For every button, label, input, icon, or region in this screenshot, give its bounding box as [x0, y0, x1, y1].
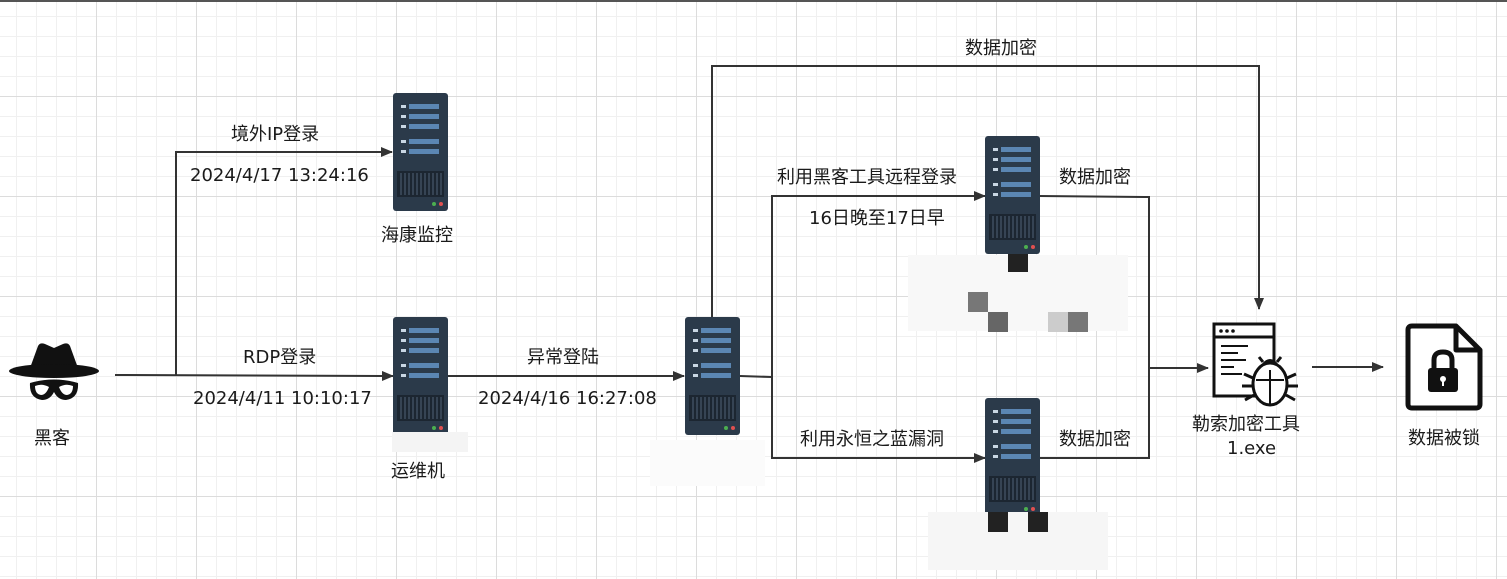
- redacted-block: [1028, 512, 1048, 532]
- edge-label-abnormal-login: 异常登陆: [527, 347, 599, 368]
- edge-label-rdp-time: 2024/4/11 10:10:17: [193, 388, 372, 409]
- node-label-ransomware-file: 1.exe: [1227, 438, 1277, 459]
- edge-server-to-ransomware-top: [711, 65, 1264, 318]
- server-icon: [393, 317, 448, 435]
- redacted-block: [988, 512, 1008, 532]
- redacted-block: [1068, 312, 1088, 332]
- edge-server-to-top-host: [771, 191, 986, 377]
- node-label-hikvision: 海康监控: [381, 225, 453, 246]
- redacted-block: [988, 312, 1008, 332]
- ransomware-icon: [1212, 322, 1298, 407]
- edge-server-branch: [739, 375, 773, 378]
- redacted-block: [1008, 254, 1028, 272]
- locked-file-icon: [1405, 323, 1483, 411]
- edge-label-encrypt-bottom: 数据加密: [1059, 429, 1131, 450]
- edge-top-host-encrypt: [1038, 195, 1150, 368]
- edge-hacker-to-ops: [114, 370, 394, 381]
- redacted-label: [650, 440, 765, 486]
- node-label-hacker: 黑客: [34, 428, 70, 449]
- redacted-block: [968, 292, 988, 312]
- edge-hacker-to-hikvision: [175, 147, 393, 375]
- edge-label-abnormal-time: 2024/4/16 16:27:08: [478, 388, 657, 409]
- node-label-data-locked: 数据被锁: [1408, 428, 1480, 449]
- canvas-top-border: [0, 0, 1507, 2]
- server-icon: [685, 317, 740, 435]
- edge-label-foreign-ip-time: 2024/4/17 13:24:16: [190, 165, 369, 186]
- redacted-block: [1048, 312, 1068, 332]
- edge-label-foreign-ip-login: 境外IP登录: [231, 124, 320, 145]
- server-icon: [985, 136, 1040, 254]
- node-label-ransomware-tool: 勒索加密工具: [1192, 414, 1300, 435]
- hacker-icon: [9, 343, 99, 400]
- server-icon: [393, 93, 448, 211]
- edge-label-remote-login-time: 16日晚至17日早: [809, 208, 945, 229]
- edge-label-eternal-blue: 利用永恒之蓝漏洞: [800, 429, 944, 450]
- node-label-ops-machine: 运维机: [391, 461, 445, 482]
- server-icon: [985, 398, 1040, 516]
- redacted-label: [392, 432, 468, 452]
- edge-label-rdp-login: RDP登录: [243, 347, 317, 368]
- edge-label-encrypt-mid: 数据加密: [1059, 167, 1131, 188]
- redacted-label: [928, 512, 1108, 570]
- edge-bottom-host-encrypt: [1039, 368, 1150, 459]
- edge-label-remote-login-tool: 利用黑客工具远程登录: [777, 167, 957, 188]
- edge-server-to-bottom-host: [771, 377, 986, 463]
- edge-label-encrypt-top: 数据加密: [965, 38, 1037, 59]
